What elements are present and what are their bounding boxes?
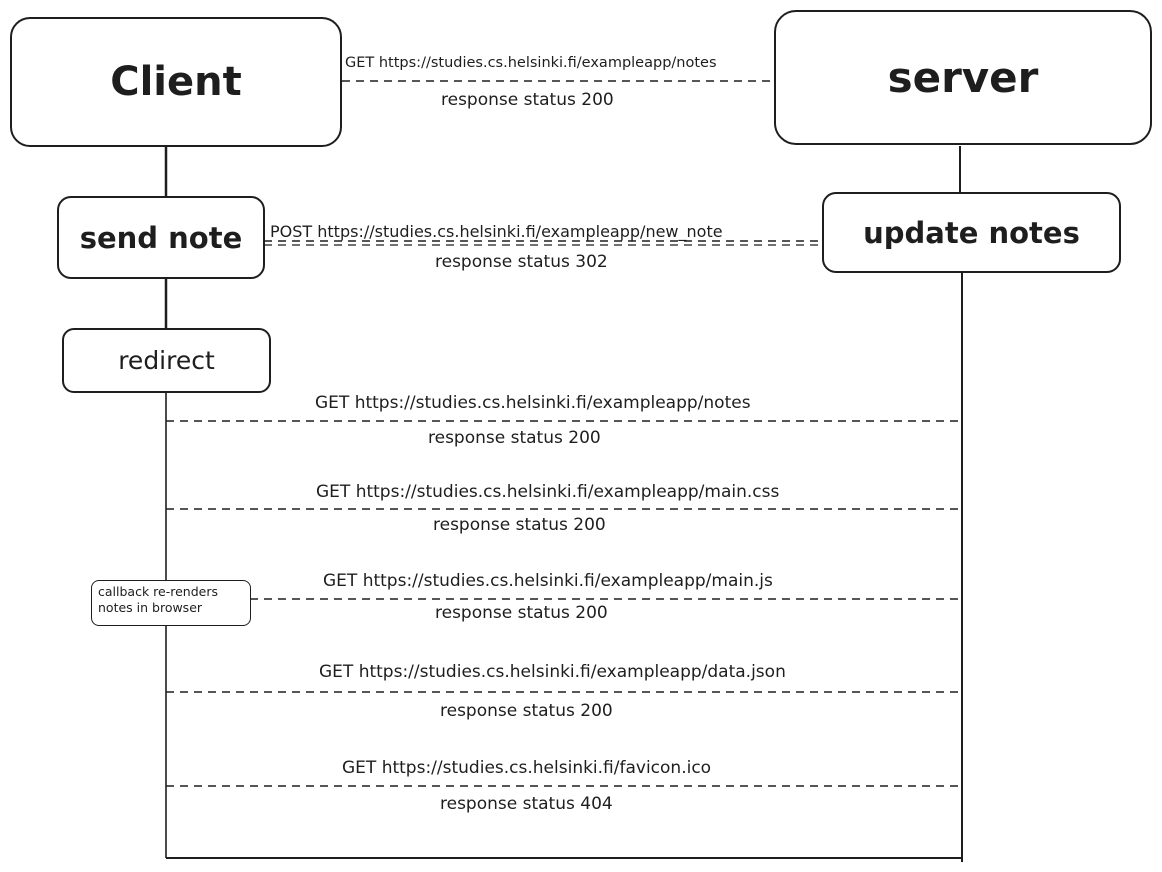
response-label-2: response status 302	[435, 252, 608, 272]
response-label-7: response status 404	[440, 794, 613, 814]
response-label-5: response status 200	[435, 603, 608, 623]
update-notes-box: update notes	[822, 192, 1121, 273]
response-label-3: response status 200	[428, 428, 601, 448]
update-notes-label: update notes	[863, 215, 1080, 250]
request-label-7: GET https://studies.cs.helsinki.fi/favic…	[342, 758, 712, 778]
callback-note-line-1: callback re-renders	[98, 584, 218, 599]
send-note-box: send note	[57, 196, 265, 279]
redirect-label: redirect	[118, 346, 215, 375]
redirect-box: redirect	[62, 328, 271, 393]
callback-note: callback re-renders notes in browser	[91, 580, 251, 626]
request-label-4: GET https://studies.cs.helsinki.fi/examp…	[316, 482, 780, 502]
server-label: server	[887, 53, 1039, 102]
callback-note-line-2: notes in browser	[98, 600, 203, 616]
request-label-1: GET https://studies.cs.helsinki.fi/examp…	[345, 55, 717, 71]
client-label: Client	[110, 59, 242, 105]
client-box: Client	[10, 17, 342, 147]
request-label-2: POST https://studies.cs.helsinki.fi/exam…	[270, 222, 723, 241]
request-label-6: GET https://studies.cs.helsinki.fi/examp…	[319, 662, 786, 682]
response-label-4: response status 200	[433, 515, 606, 535]
send-note-label: send note	[79, 220, 243, 255]
response-label-6: response status 200	[440, 701, 613, 721]
request-label-3: GET https://studies.cs.helsinki.fi/examp…	[315, 393, 751, 413]
response-label-1: response status 200	[441, 90, 614, 110]
request-label-5: GET https://studies.cs.helsinki.fi/examp…	[323, 571, 773, 591]
server-box: server	[774, 10, 1152, 145]
